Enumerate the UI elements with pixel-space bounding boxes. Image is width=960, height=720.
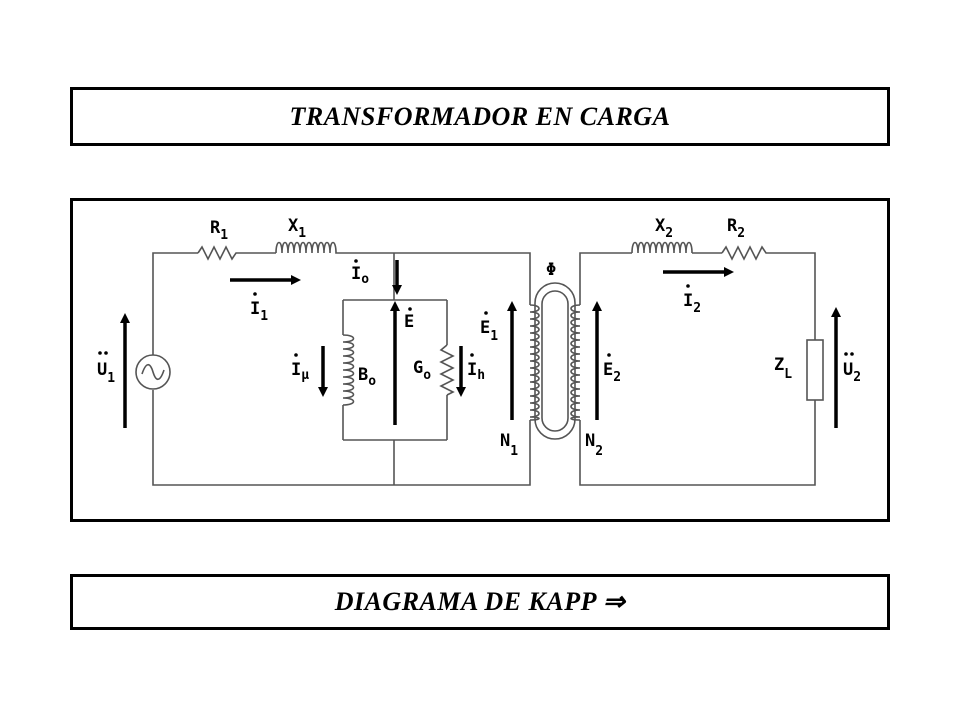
dot-i2 [686,284,690,288]
secondary-wires [579,252,816,486]
page-title: TRANSFORMADOR EN CARGA [289,101,671,131]
label-u2: U2 [843,360,861,385]
load-zl-icon [806,339,824,401]
label-x1: X1 [288,216,306,241]
dot-u1-a [98,351,102,355]
resistor-r2-icon [721,245,768,261]
dot-e [408,307,412,311]
dot-imu [294,353,298,357]
label-x2: X2 [655,216,673,241]
dot-u2-b [850,352,854,356]
resistor-g0-icon [439,344,455,396]
resistor-r1-icon [197,245,240,261]
primary-wires [152,252,531,486]
label-i2: I2 [683,291,701,316]
label-phi: Φ [546,260,556,280]
label-g0: Go [413,358,431,383]
dot-e1 [484,311,488,315]
label-n2: N2 [585,431,603,459]
dot-u1-b [104,351,108,355]
label-r2: R2 [727,216,745,241]
label-e2: E2 [603,360,621,385]
label-u1: U1 [97,360,115,386]
label-imu: Iμ [291,360,309,383]
inductor-x1-icon [272,241,338,254]
label-i0: Io [351,264,369,287]
label-e1: E1 [480,318,498,344]
footer-box: DIAGRAMA DE KAPP ⇒ [70,574,890,630]
dot-i1 [253,292,257,296]
label-i1: I1 [250,299,268,324]
dot-ih [470,353,474,357]
label-ih: Ih [467,360,485,383]
footer-title: DIAGRAMA DE KAPP ⇒ [334,587,626,616]
label-e: E [404,312,414,332]
transformer-secondary-coil-icon [570,304,581,421]
ac-source-icon [135,354,171,390]
label-b0: Bo [358,365,376,389]
inductor-x2-icon [631,241,693,254]
title-box: TRANSFORMADOR EN CARGA [70,87,890,146]
label-r1: R1 [210,218,228,243]
dot-i0 [354,259,358,263]
dot-u2-a [844,352,848,356]
inductor-b0-icon [342,334,355,406]
label-n1: N1 [500,431,518,459]
transformer-core-icon [534,282,576,440]
transformer-primary-coil-icon [529,304,540,421]
dot-e2 [607,353,611,357]
label-zl: ZL [774,355,792,382]
